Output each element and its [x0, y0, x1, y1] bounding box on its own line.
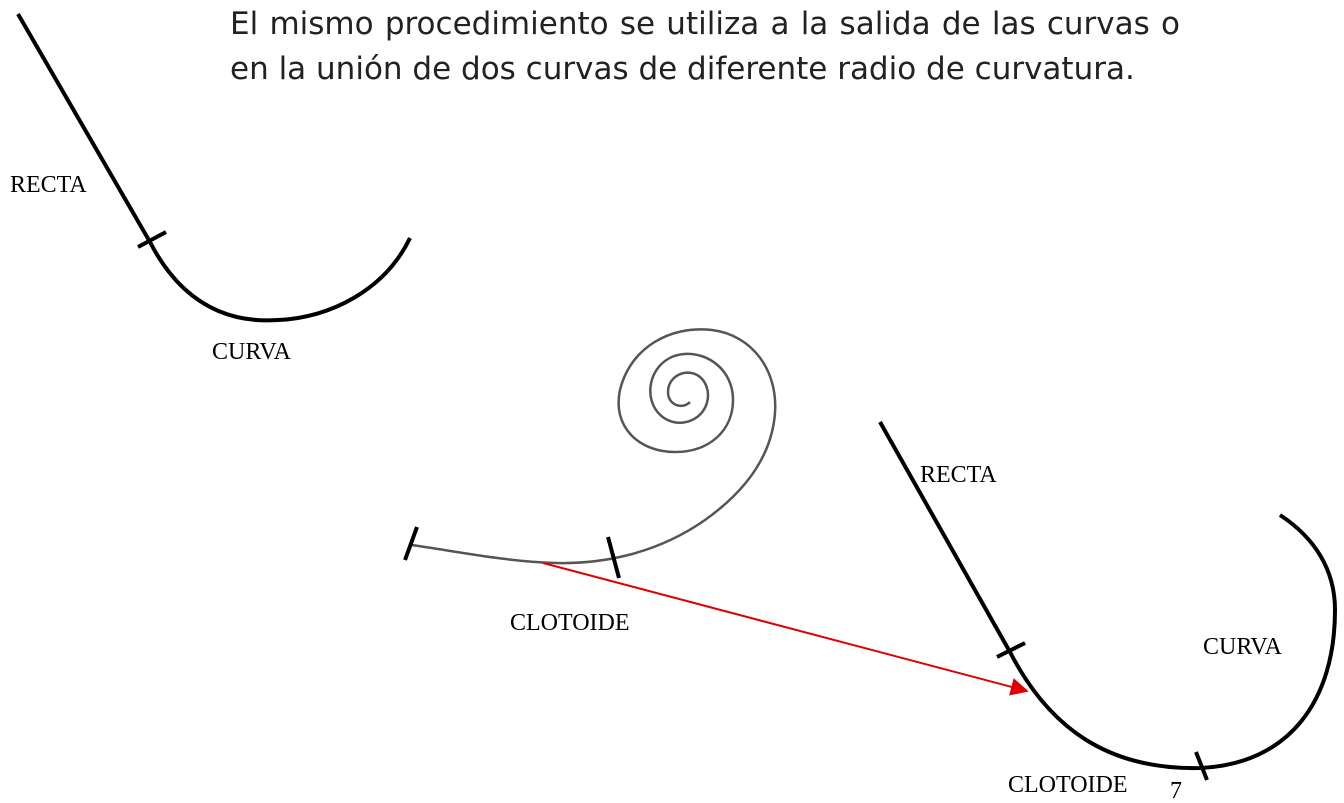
bottom-curve-label: CURVA [1203, 634, 1283, 660]
clothoid-start-tick [403, 526, 419, 561]
clothoid-label: CLOTOIDE [510, 610, 630, 636]
clothoid-end-tick [606, 536, 621, 579]
top-figure: RECTA CURVA [10, 12, 412, 365]
top-curve-arc [148, 237, 412, 323]
clothoid-spiral [411, 328, 777, 565]
bottom-straight-label: RECTA [920, 462, 997, 488]
top-straight-line [16, 12, 152, 244]
bottom-figure: RECTA CURVA CLOTOIDE [878, 421, 1338, 798]
page-number: 7 [1170, 778, 1182, 803]
top-straight-label: RECTA [10, 172, 87, 198]
top-curve-label: CURVA [212, 339, 292, 365]
bottom-clothoid-label: CLOTOIDE [1008, 772, 1128, 798]
bottom-junction-tick-2 [1194, 751, 1209, 781]
clothoid-figure: CLOTOIDE [403, 328, 777, 636]
top-junction-tick [137, 230, 167, 249]
bottom-curve-arc [1008, 513, 1338, 771]
bottom-straight-line [878, 421, 1012, 653]
body-paragraph: El mismo procedimiento se utiliza a la s… [230, 6, 1180, 87]
bottom-junction-tick-1 [996, 641, 1026, 659]
reference-arrow [542, 562, 1029, 696]
